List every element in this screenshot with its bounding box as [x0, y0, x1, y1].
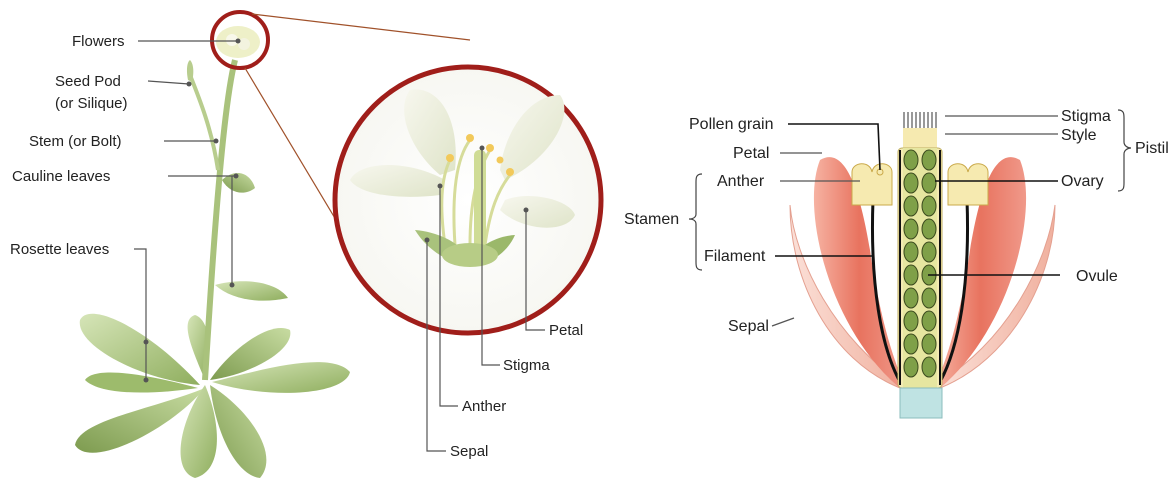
side-branch: [190, 75, 218, 170]
main-stem: [205, 60, 235, 380]
label-section-stigma: Stigma: [1061, 108, 1111, 125]
label-cauline-leaves: Cauline leaves: [12, 168, 110, 185]
cauline-leaf: [215, 281, 288, 300]
label-section-sepal: Sepal: [728, 318, 769, 335]
flower-zoom: [335, 67, 601, 333]
label-zoom-petal: Petal: [549, 322, 583, 339]
stigma-hairs: [904, 112, 936, 128]
label-rosette-leaves: Rosette leaves: [10, 241, 109, 258]
receptacle: [900, 388, 942, 418]
stamen-brace: [689, 174, 702, 270]
label-stem: Stem (or Bolt): [29, 133, 122, 150]
seed-pod: [187, 60, 193, 82]
label-flowers: Flowers: [72, 33, 125, 50]
label-zoom-anther: Anther: [462, 398, 506, 415]
label-zoom-sepal: Sepal: [450, 443, 488, 460]
label-ovary: Ovary: [1061, 173, 1104, 190]
label-style: Style: [1061, 127, 1097, 144]
pistil-brace: [1118, 110, 1131, 191]
label-zoom-stigma: Stigma: [503, 357, 550, 374]
label-stamen: Stamen: [624, 211, 679, 228]
plant-illustration: [75, 26, 350, 478]
label-filament: Filament: [704, 248, 766, 265]
label-seed-pod-alt: (or Silique): [55, 95, 128, 112]
label-pollen-grain: Pollen grain: [689, 116, 774, 133]
label-ovule: Ovule: [1076, 268, 1118, 285]
plant-leaders: [134, 39, 241, 383]
style: [903, 128, 937, 148]
label-section-anther: Anther: [717, 173, 765, 190]
section-anther: [852, 164, 892, 205]
label-seed-pod: Seed Pod: [55, 73, 121, 90]
label-section-petal: Petal: [733, 145, 769, 162]
rosette-leaf: [210, 385, 266, 478]
section-anther: [948, 164, 988, 205]
zoom-connector: [252, 14, 470, 40]
label-pistil: Pistil: [1135, 140, 1169, 157]
flower-section: [790, 112, 1055, 418]
